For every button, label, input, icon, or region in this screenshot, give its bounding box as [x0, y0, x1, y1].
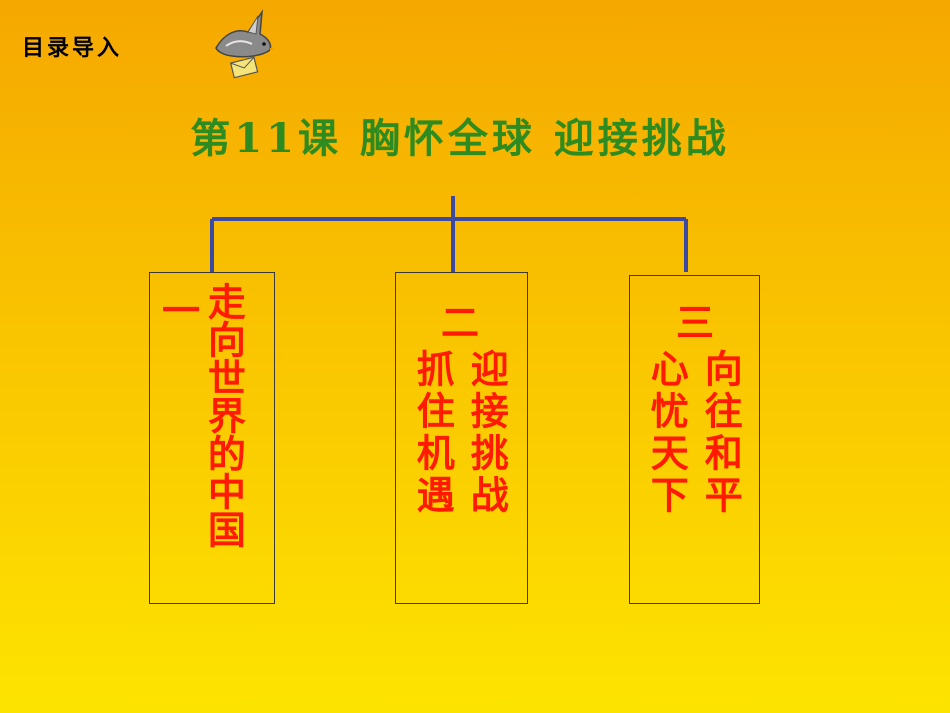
box-one-head: 一 — [162, 288, 201, 333]
dove-envelope-icon — [215, 9, 275, 79]
box-two-col-right: 迎接挑战 — [464, 349, 510, 517]
box-section-two — [395, 272, 528, 604]
lesson-title: 第11课 胸怀全球 迎接挑战 — [190, 115, 730, 162]
box-section-one — [149, 272, 275, 604]
box-three-col-right: 向往和平 — [698, 349, 744, 517]
box-three-head: 三 — [676, 300, 715, 345]
toc-link[interactable]: 目录导入 — [22, 36, 123, 61]
box-two-col-left: 抓住机遇 — [410, 349, 456, 517]
box-two-head: 二 — [441, 300, 480, 345]
box-three-col-left: 心忧天下 — [644, 349, 690, 517]
box-one-text: 走向世界的中国 — [201, 282, 247, 548]
box-section-three — [629, 275, 760, 604]
